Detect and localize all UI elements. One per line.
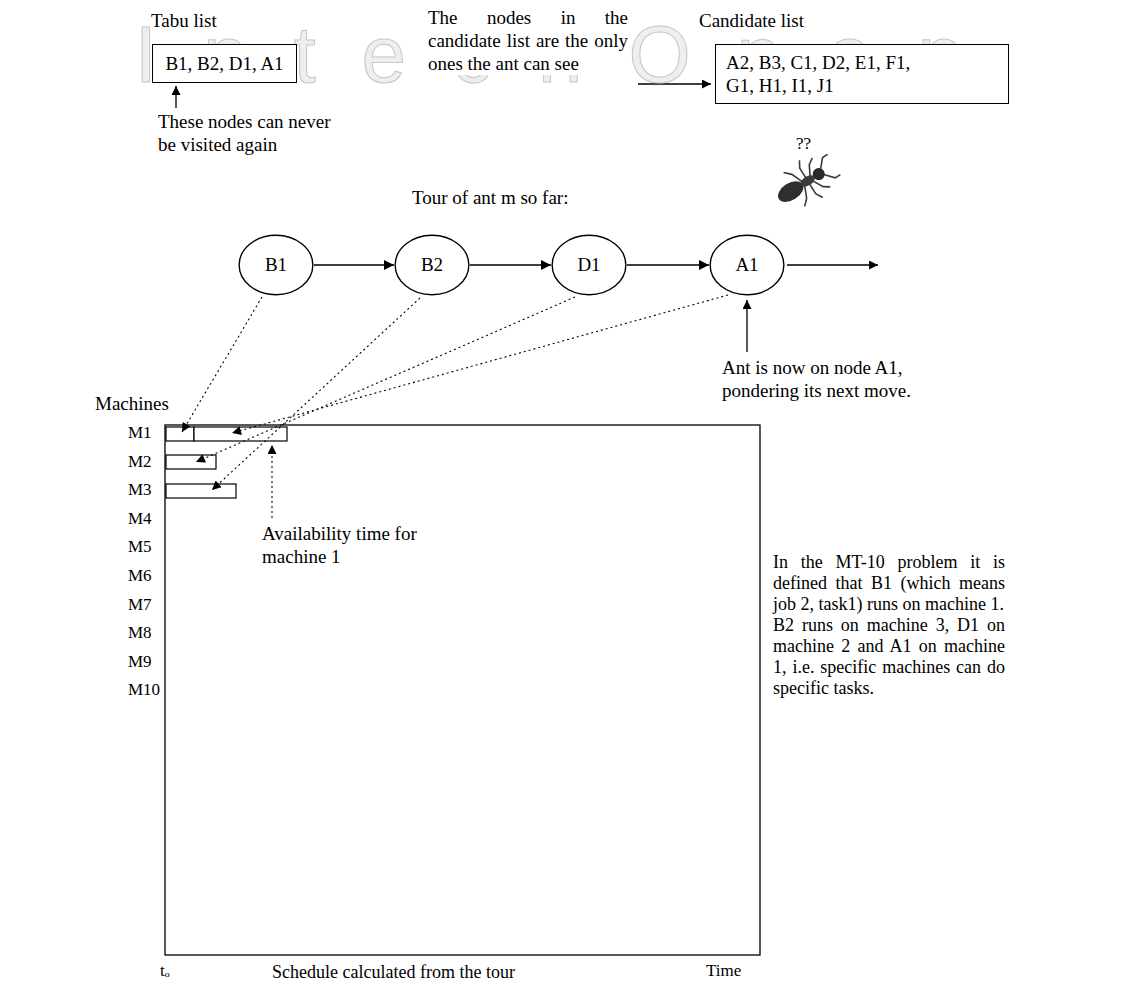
machine-label: M5 xyxy=(128,537,152,557)
machine-label: M8 xyxy=(128,623,152,643)
list-title: Candidate list xyxy=(699,9,804,32)
axis-title: Machines xyxy=(95,392,169,415)
availability-arrow xyxy=(271,445,272,518)
mapping-line xyxy=(196,297,575,462)
mapping-line xyxy=(232,295,728,433)
explanation-text: In the MT-10 problem it is defined that … xyxy=(773,552,1005,615)
node-text: B1 xyxy=(265,254,287,276)
tour-arrow xyxy=(627,264,709,265)
ant-icon xyxy=(767,146,845,218)
tour-continue-arrow xyxy=(787,264,878,265)
machine-label: M1 xyxy=(128,423,152,443)
leader-arrow xyxy=(746,300,747,352)
axis-title: Time xyxy=(706,959,741,982)
annotation-text: Availability time for machine 1 xyxy=(262,522,467,568)
annotation-text: Ant is now on node A1, pondering its nex… xyxy=(722,356,977,402)
list-title: Tabu list xyxy=(151,9,217,32)
ellipse-shape xyxy=(552,235,626,295)
list-box: Candidate listA2, B3, C1, D2, E1, F1, G1… xyxy=(715,44,1009,104)
ellipse-shape xyxy=(395,235,469,295)
annotation-text: These nodes can never be visited again xyxy=(158,110,348,156)
tour-arrow xyxy=(314,264,394,265)
machine-label: M10 xyxy=(128,680,160,700)
ellipse-shape xyxy=(239,235,313,295)
machine-label: M3 xyxy=(128,480,152,500)
tour-node: B1 xyxy=(238,234,314,296)
list-box: Tabu listB1, B2, D1, A1 xyxy=(152,44,297,83)
axis-origin: tₒ xyxy=(160,959,170,982)
machine-label: M2 xyxy=(128,452,152,472)
ellipse-shape xyxy=(710,235,784,295)
tour-node: D1 xyxy=(551,234,627,296)
chart-caption: Schedule calculated from the tour xyxy=(272,961,515,984)
annotation-text: The nodes in the candidate list are the … xyxy=(428,6,628,75)
machine-label: M4 xyxy=(128,509,152,529)
machine-label: M6 xyxy=(128,566,152,586)
machine-label: M7 xyxy=(128,595,152,615)
node-text: B2 xyxy=(421,254,443,276)
mapping-line xyxy=(212,298,420,490)
question-marks: ?? xyxy=(796,132,811,155)
list-content: A2, B3, C1, D2, E1, F1, G1, H1, I1, J1 xyxy=(726,51,941,97)
task-bar xyxy=(166,427,194,441)
explanation-text: B2 runs on machine 3, D1 on machine 2 an… xyxy=(773,615,1005,699)
tour-arrow xyxy=(470,264,551,265)
machine-label: M9 xyxy=(128,652,152,672)
task-bar xyxy=(166,455,216,469)
tour-node: B2 xyxy=(394,234,470,296)
mapping-line xyxy=(182,297,262,432)
schedule-frame xyxy=(165,425,760,955)
list-content: B1, B2, D1, A1 xyxy=(165,52,283,75)
tour-node: A1 xyxy=(709,234,785,296)
node-text: D1 xyxy=(577,254,600,276)
tour-caption: Tour of ant m so far: xyxy=(412,186,568,209)
task-bar xyxy=(166,484,236,498)
node-text: A1 xyxy=(735,254,758,276)
